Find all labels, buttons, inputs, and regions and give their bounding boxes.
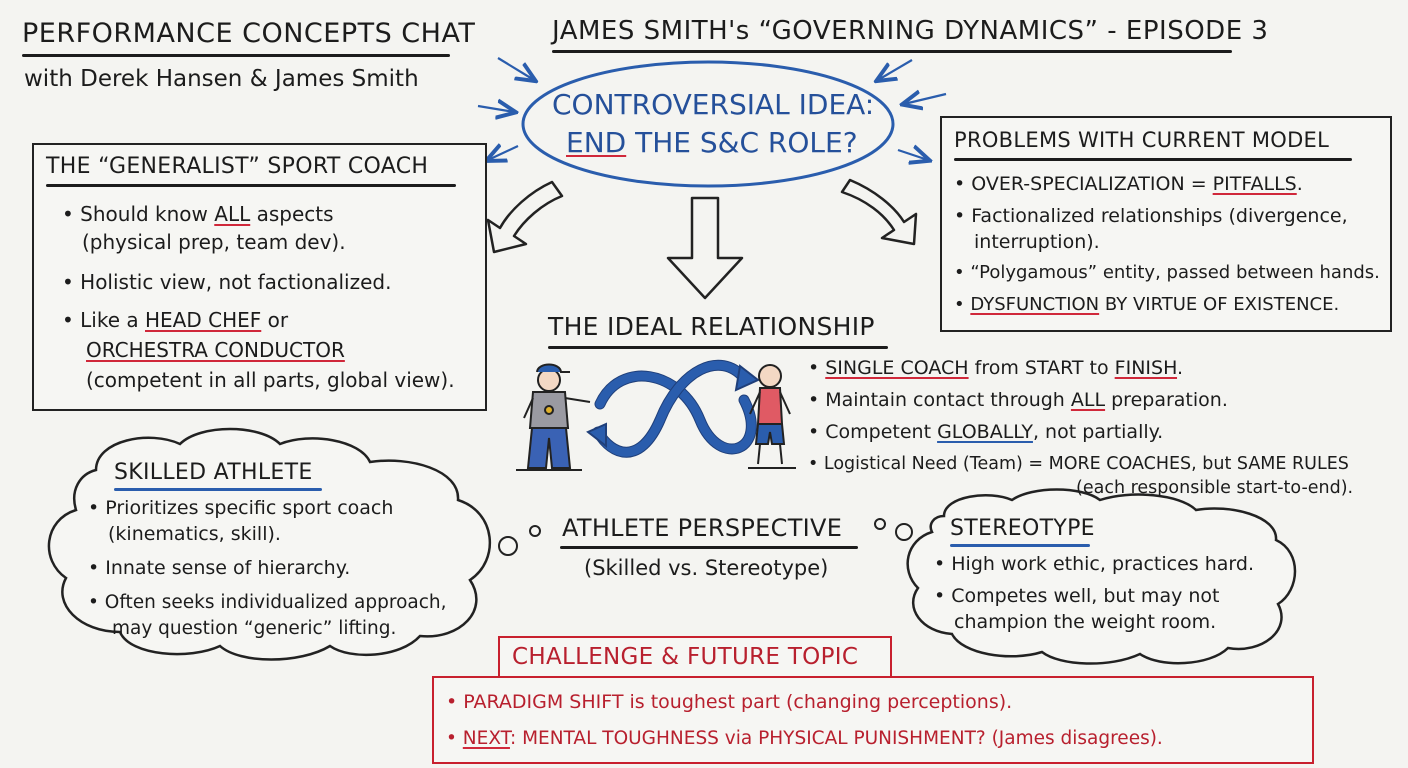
- ideal-b2-post: preparation.: [1105, 389, 1228, 411]
- center-idea-rest: THE S&C ROLE?: [626, 126, 858, 159]
- ideal-b2-pre: • Maintain contact through: [808, 389, 1071, 411]
- thought-bubble: [895, 523, 913, 541]
- challenge-b2-post: : MENTAL TOUGHNESS via PHYSICAL PUNISHME…: [509, 728, 1163, 749]
- generalist-bullet-3-line3: (competent in all parts, global view).: [86, 368, 455, 392]
- challenge-bullet-1: • PARADIGM SHIFT is toughest part (chang…: [446, 691, 1013, 713]
- cycle-arrowheads: [586, 364, 760, 449]
- center-idea-line2: END THE S&C ROLE?: [566, 126, 858, 159]
- big-arrows: [486, 178, 918, 300]
- problems-b4-post: BY VIRTUE OF EXISTENCE.: [1099, 294, 1340, 315]
- thought-bubble: [874, 518, 886, 530]
- ideal-bullet-4: • Logistical Need (Team) = MORE COACHES,…: [808, 454, 1349, 474]
- generalist-bullet-3-line2: ORCHESTRA CONDUCTOR: [86, 338, 345, 362]
- ideal-b1-mid: from START to: [968, 357, 1115, 379]
- perspective-title: ATHLETE PERSPECTIVE: [562, 514, 843, 542]
- arrow-to-generalist: [486, 180, 564, 254]
- ideal-b3-post: , not partially.: [1032, 421, 1164, 443]
- generalist-b1-all: ALL: [214, 202, 251, 226]
- problems-b1-post: .: [1296, 173, 1303, 195]
- problems-b1-pre: • OVER-SPECIALIZATION =: [954, 173, 1213, 195]
- ideal-b1-pre: •: [808, 357, 826, 379]
- header-left-underline: [22, 54, 450, 57]
- perspective-underline: [560, 546, 858, 549]
- arrow-to-problems: [840, 178, 918, 246]
- center-idea-end: END: [566, 126, 627, 159]
- challenge-tab: [498, 636, 892, 680]
- thought-bubble: [529, 525, 541, 537]
- generalist-b3-pre: • Like a: [62, 308, 145, 332]
- skilled-underline: [114, 488, 322, 491]
- ideal-bullet-4-line2: (each responsible start-to-end).: [1076, 478, 1354, 498]
- challenge-box: [432, 676, 1314, 764]
- ideal-bullet-2: • Maintain contact through ALL preparati…: [808, 388, 1228, 413]
- generalist-title: THE “GENERALIST” SPORT COACH: [46, 154, 429, 179]
- generalist-bullet-2: • Holistic view, not factionalized.: [62, 270, 392, 294]
- skilled-bullet-2: • Innate sense of hierarchy.: [88, 557, 351, 579]
- ideal-b1-post: .: [1177, 357, 1184, 379]
- ideal-title: THE IDEAL RELATIONSHIP: [548, 312, 875, 341]
- generalist-bullet-3: • Like a HEAD CHEF or: [62, 308, 288, 333]
- problems-bullet-2: • Factionalized relationships (divergenc…: [954, 205, 1348, 227]
- coach-figure-icon: [516, 363, 591, 471]
- skilled-bullet-3-line2: may question “generic” lifting.: [112, 618, 397, 639]
- problems-b4-dysfunction: DYSFUNCTION: [970, 294, 1100, 315]
- stereotype-underline: [950, 544, 1090, 547]
- problems-bullet-2-line2: interruption).: [974, 231, 1100, 253]
- skilled-bullet-1: • Prioritizes specific sport coach: [88, 497, 394, 519]
- ideal-bullet-3: • Competent GLOBALLY, not partially.: [808, 420, 1163, 445]
- stereotype-bullet-2: • Competes well, but may not: [934, 585, 1220, 607]
- perspective-subtitle: (Skilled vs. Stereotype): [584, 556, 829, 580]
- generalist-underline: [46, 184, 456, 187]
- problems-b4-pre: •: [954, 294, 971, 315]
- generalist-b1-post: aspects: [250, 202, 334, 226]
- ideal-underline: [548, 346, 888, 349]
- blue-pointer-arrows: [477, 57, 947, 160]
- problems-bullet-3: • “Polygamous” entity, passed between ha…: [954, 262, 1380, 283]
- generalist-b1-pre: • Should know: [62, 202, 215, 226]
- skilled-title: SKILLED ATHLETE: [114, 460, 313, 485]
- generalist-box: [32, 143, 487, 411]
- generalist-b3-headchef: HEAD CHEF: [145, 308, 262, 332]
- ideal-b1-single-coach: SINGLE COACH: [825, 357, 969, 379]
- stereotype-title: STEREOTYPE: [950, 516, 1095, 541]
- ideal-bullet-1: • SINGLE COACH from START to FINISH.: [808, 356, 1183, 381]
- ideal-b1-finish: FINISH: [1114, 357, 1178, 379]
- generalist-b3-post: or: [261, 308, 289, 332]
- athlete-figure-icon: [748, 364, 796, 469]
- skilled-athlete-cloud: [47, 427, 492, 661]
- problems-bullet-1: • OVER-SPECIALIZATION = PITFALLS.: [954, 172, 1303, 197]
- problems-bullet-4: • DYSFUNCTION BY VIRTUE OF EXISTENCE.: [954, 292, 1339, 317]
- stereotype-cloud: [906, 488, 1297, 665]
- ideal-b3-globally: GLOBALLY: [937, 421, 1033, 443]
- challenge-b2-next: NEXT: [462, 728, 510, 749]
- stereotype-bullet-2-line2: champion the weight room.: [954, 611, 1217, 633]
- problems-b1-pitfalls: PITFALLS: [1212, 173, 1297, 195]
- thought-bubble: [498, 536, 518, 556]
- problems-title: PROBLEMS WITH CURRENT MODEL: [954, 128, 1330, 152]
- header-left-subtitle: with Derek Hansen & James Smith: [24, 66, 419, 92]
- header-right-title: JAMES SMITH's “GOVERNING DYNAMICS” - EPI…: [552, 16, 1269, 46]
- stereotype-bullet-1: • High work ethic, practices hard.: [934, 553, 1254, 575]
- problems-box: [940, 116, 1392, 332]
- center-ellipse: [521, 60, 895, 188]
- challenge-title: CHALLENGE & FUTURE TOPIC: [512, 644, 859, 670]
- header-right-underline: [552, 50, 1232, 53]
- cycle-arrows-icon: [592, 359, 757, 458]
- challenge-bullet-2: • NEXT: MENTAL TOUGHNESS via PHYSICAL PU…: [446, 726, 1163, 751]
- header-left-title: PERFORMANCE CONCEPTS CHAT: [22, 18, 476, 49]
- skilled-bullet-3: • Often seeks individualized approach,: [88, 592, 447, 613]
- arrow-to-ideal: [666, 196, 744, 300]
- center-idea-line1: CONTROVERSIAL IDEA:: [552, 88, 875, 121]
- ideal-b2-all: ALL: [1070, 389, 1106, 411]
- challenge-b2-pre: •: [446, 728, 463, 749]
- ideal-b3-pre: • Competent: [808, 421, 938, 443]
- generalist-bullet-1-line2: (physical prep, team dev).: [82, 230, 346, 254]
- skilled-bullet-1-line2: (kinematics, skill).: [108, 523, 281, 545]
- generalist-bullet-1: • Should know ALL aspects: [62, 202, 334, 227]
- problems-underline: [954, 158, 1352, 161]
